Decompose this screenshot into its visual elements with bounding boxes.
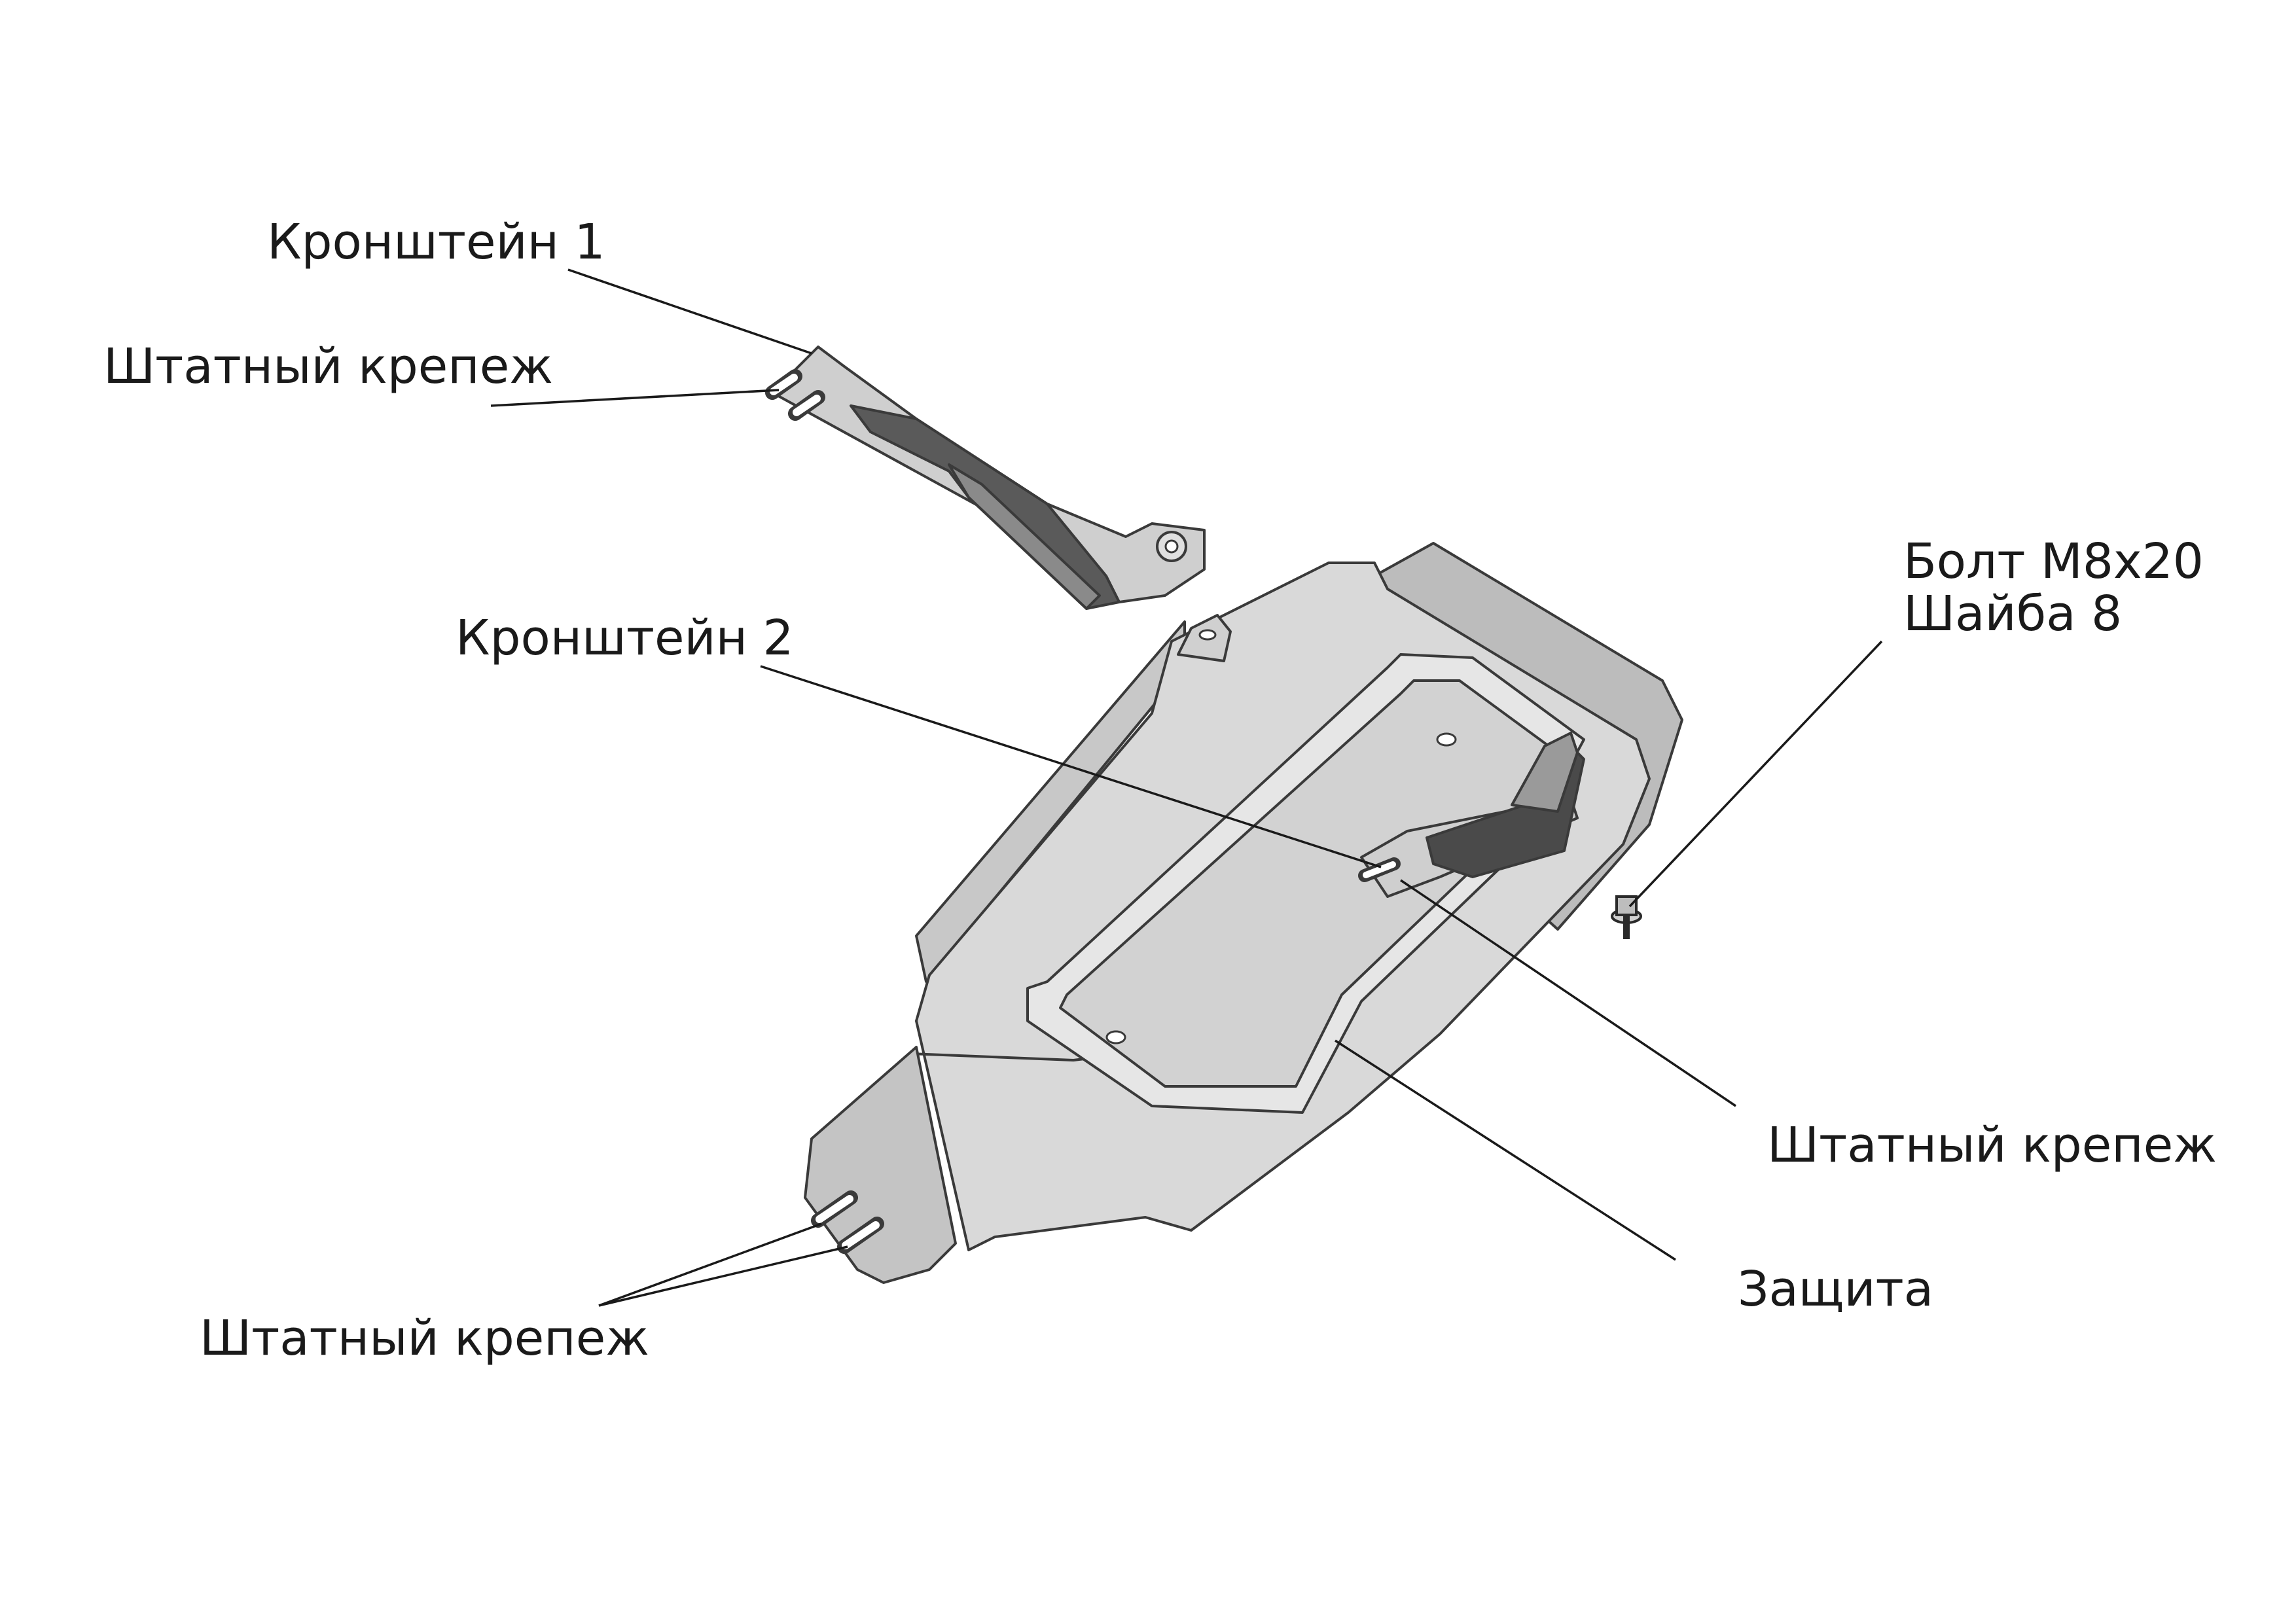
guard-recess-inner xyxy=(1059,679,1559,1088)
label-guard: Защита xyxy=(1738,1261,1934,1317)
label-bolt: Болт М8х20 xyxy=(1903,533,2204,590)
leader-std-fastener-bottom-1 xyxy=(598,1222,822,1307)
leader-std-fastener-right xyxy=(1400,879,1736,1107)
guard-plate xyxy=(804,542,1683,1284)
bracket-1-slot-2-hole xyxy=(793,395,821,416)
label-bracket-1: Кронштейн 1 xyxy=(267,214,605,270)
bracket-1-part xyxy=(765,346,1206,610)
label-washer: Шайба 8 xyxy=(1903,586,2123,642)
leader-guard xyxy=(1335,1039,1676,1261)
leader-bracket-1 xyxy=(567,268,812,355)
bracket-2-slot-hole xyxy=(1363,861,1396,878)
leader-bolt xyxy=(1628,640,1883,908)
bolt-part xyxy=(1611,895,1642,939)
bracket-2-upright xyxy=(1511,732,1579,813)
bracket-1-nut-hole xyxy=(1164,539,1179,554)
label-std-fastener-bottom: Штатный крепеж xyxy=(200,1310,649,1366)
label-bracket-2: Кронштейн 2 xyxy=(456,610,794,666)
bracket-1-side xyxy=(948,463,1101,610)
guard-hole-lower xyxy=(1105,1030,1126,1044)
label-std-fastener-right: Штатный крепеж xyxy=(1767,1117,2217,1173)
label-std-fastener-top: Штатный крепеж xyxy=(103,338,553,395)
leader-std-fastener-top xyxy=(490,389,780,407)
leader-std-fastener-bottom-2 xyxy=(598,1245,848,1307)
leader-bracket-2 xyxy=(760,665,1382,868)
bracket-2-part xyxy=(1358,732,1585,898)
guard-top-tab-hole xyxy=(1198,629,1217,641)
bolt-head xyxy=(1615,895,1638,916)
guard-front-lip xyxy=(804,1046,957,1284)
guard-front-slot-2-hole xyxy=(842,1221,880,1249)
leader-lines xyxy=(490,268,1883,1307)
guard-hole-upper xyxy=(1436,732,1457,747)
guard-front-slot-1-hole xyxy=(816,1195,853,1223)
